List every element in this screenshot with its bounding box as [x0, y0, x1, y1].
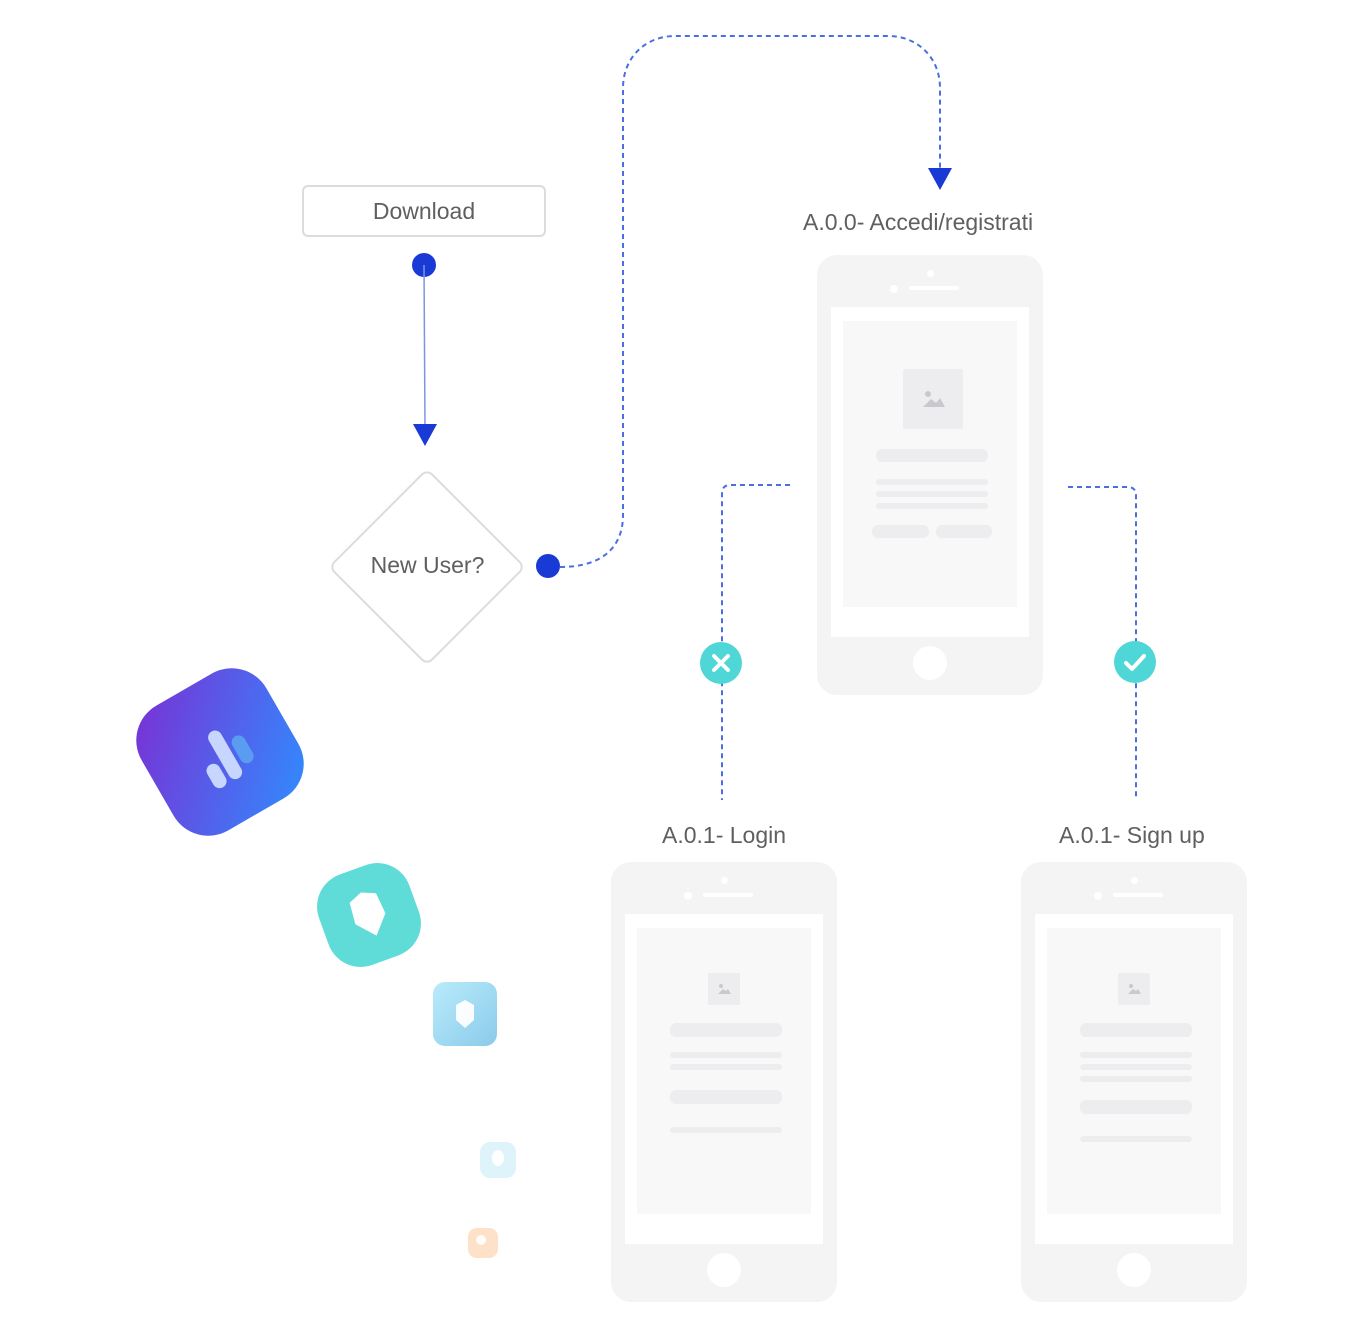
main-phone-mockup — [817, 255, 1043, 695]
signup-screen-title: A.0.1- Sign up — [1059, 822, 1205, 848]
badge-app-icon — [317, 863, 421, 967]
check-icon — [1114, 641, 1156, 683]
orange-app-icon — [468, 1228, 498, 1258]
decision-to-main-connector — [536, 35, 952, 578]
main-to-login-connector — [721, 484, 790, 800]
close-icon — [700, 642, 742, 684]
chart-app-icon — [136, 668, 304, 836]
image-placeholder-icon — [708, 973, 740, 1005]
shield-app-icon — [433, 982, 497, 1046]
login-screen-title: A.0.1- Login — [662, 822, 787, 848]
image-placeholder-icon — [903, 369, 963, 429]
bulb-app-icon — [480, 1142, 516, 1178]
login-phone-mockup — [611, 862, 837, 1302]
download-to-decision-arrow — [412, 253, 437, 446]
main-to-signup-connector — [1068, 486, 1137, 800]
decision-label: New User? — [370, 552, 485, 578]
download-label: Download — [372, 197, 476, 224]
download-node: Download — [302, 185, 546, 237]
image-placeholder-icon — [1118, 973, 1150, 1005]
main-screen-title: A.0.0- Accedi/registrati — [803, 209, 1034, 235]
signup-phone-mockup — [1021, 862, 1247, 1302]
